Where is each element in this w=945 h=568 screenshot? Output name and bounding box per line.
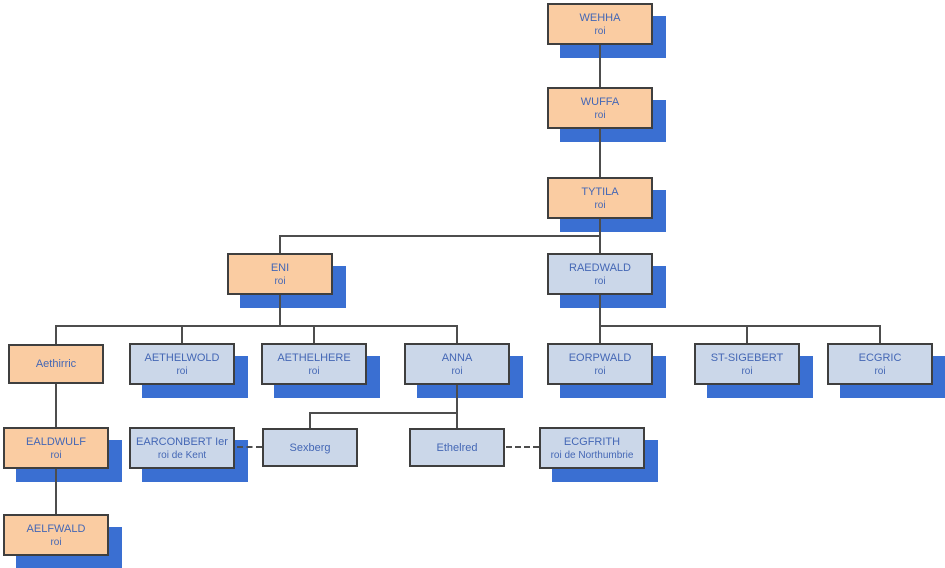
node-subtitle: roi	[874, 365, 886, 377]
node-name: ANNA	[441, 351, 473, 364]
node-subtitle: roi	[274, 275, 286, 287]
node-name: Aethirric	[35, 358, 77, 370]
node-name: EALDWULF	[26, 435, 86, 448]
node-name: RAEDWALD	[569, 261, 631, 274]
node-name: AETHELWOLD	[144, 351, 220, 364]
node-name: ECGFRITH	[563, 435, 621, 448]
node-name: ST-SIGEBERT	[710, 351, 784, 364]
connector-eni-children-bar	[55, 325, 458, 327]
node-name: Sexberg	[289, 441, 331, 454]
connector-earconbert-sexberg	[237, 446, 262, 448]
node-aethirric[interactable]: Aethirric	[8, 344, 104, 384]
connector-drop-aethirric	[55, 326, 57, 344]
node-subtitle: roi	[594, 199, 606, 211]
connector-ethelred-ecgfrith	[506, 446, 539, 448]
connector-drop-eni	[279, 236, 281, 253]
connector-wehha-wuffa	[599, 45, 601, 87]
connector-anna-children-bar	[309, 412, 457, 414]
node-subtitle: roi	[50, 536, 62, 548]
connector-drop-aethelwold	[181, 326, 183, 343]
node-ethelred[interactable]: Ethelred	[409, 428, 505, 467]
node-subtitle: roi	[741, 365, 753, 377]
connector-raedwald-children-bar	[599, 325, 881, 327]
connector-raedwald-down	[599, 295, 601, 343]
node-name: ENI	[270, 261, 290, 274]
connector-drop-st-sigebert	[746, 326, 748, 343]
node-name: Ethelred	[436, 441, 478, 454]
connector-aethirric-ealdwulf	[55, 384, 57, 427]
connector-drop-sexberg	[309, 413, 311, 428]
node-subtitle: roi	[451, 365, 463, 377]
node-name: AETHELHERE	[277, 351, 351, 364]
node-name: ECGRIC	[858, 351, 902, 364]
node-subtitle: roi	[594, 25, 606, 37]
connector-anna-down	[456, 385, 458, 414]
connector-eni-down	[279, 295, 281, 327]
node-name: WEHHA	[579, 11, 621, 24]
node-subtitle: roi	[594, 109, 606, 121]
node-name: WUFFA	[580, 95, 620, 108]
node-name: EORPWALD	[568, 351, 632, 364]
node-subtitle: roi	[308, 365, 320, 377]
connector-drop-ethelred	[456, 413, 458, 428]
node-sexberg[interactable]: Sexberg	[262, 428, 358, 467]
node-name: TYTILA	[581, 185, 619, 198]
node-subtitle: roi de Kent	[157, 449, 207, 461]
connector-ealdwulf-aelfwald	[55, 469, 57, 514]
connector-drop-anna	[456, 326, 458, 343]
node-name: AELFWALD	[26, 522, 86, 535]
node-subtitle: roi	[176, 365, 188, 377]
connector-tytila-children-bar	[279, 235, 601, 237]
node-subtitle: roi de Northumbrie	[550, 449, 634, 461]
connector-wuffa-tytila	[599, 129, 601, 177]
node-name: EARCONBERT Ier	[136, 435, 228, 448]
node-subtitle: roi	[50, 449, 62, 461]
connector-drop-aethelhere	[313, 326, 315, 343]
node-subtitle: roi	[594, 365, 606, 377]
connector-drop-ecgric	[879, 326, 881, 343]
node-subtitle: roi	[594, 275, 606, 287]
